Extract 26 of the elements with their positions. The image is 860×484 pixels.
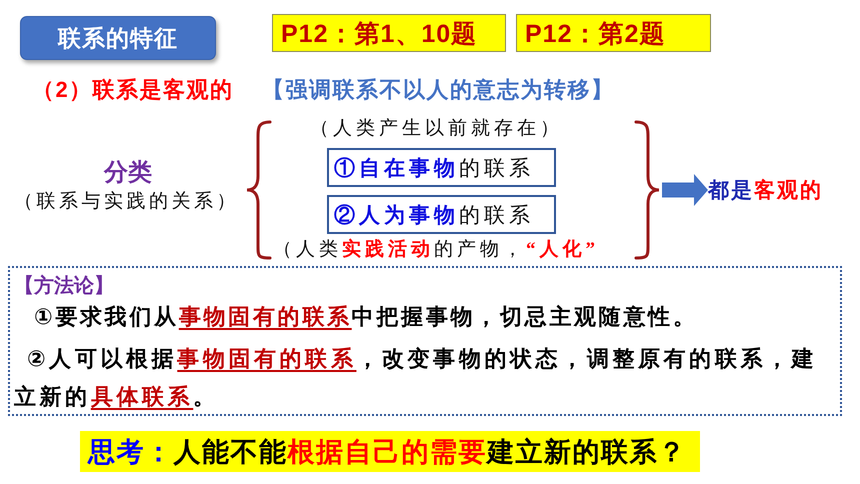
conclusion-text: 都是客观的 [708, 176, 842, 204]
category-box [327, 195, 556, 234]
banner-title: 联系的特征 [58, 24, 178, 52]
emphasis-note: 【强调联系不以人的意志为转移】 [262, 76, 614, 104]
reference-tag [516, 14, 711, 52]
category-box [327, 148, 556, 187]
reference-tag [272, 14, 506, 52]
section-heading: 【方法论】 [14, 274, 114, 299]
question-label: 思考： [88, 436, 174, 468]
exercise-reference: P12：第1、10题 [281, 18, 478, 50]
note-text: （联系与实践的关系） [14, 190, 239, 214]
note-text: （人类产生以前就存在） [310, 117, 563, 141]
title-banner [20, 16, 216, 60]
note-text: （人类实践活动的产物，“人化” [273, 238, 599, 262]
category-text: ②人为事物的联系 [334, 202, 534, 228]
curly-brace [634, 120, 662, 260]
exercise-reference: P12：第2题 [525, 18, 666, 50]
category-text: ①自在事物的联系 [334, 154, 534, 182]
method-point: ②人可以根据事物固有的联系，改变事物的状态，调整原有的联系，建立新的具体联系。 [14, 345, 818, 411]
block-arrow [662, 174, 708, 206]
category-title: 分类 [104, 159, 152, 187]
question-banner [80, 431, 700, 472]
method-point: ①要求我们从事物固有的联系中把握事物，切忌主观随意性。 [33, 303, 699, 331]
section-heading: （2）联系是客观的 [32, 76, 234, 104]
method-panel [8, 266, 842, 416]
question-text: 人能不能根据自己的需要建立新的联系？ [174, 436, 686, 468]
